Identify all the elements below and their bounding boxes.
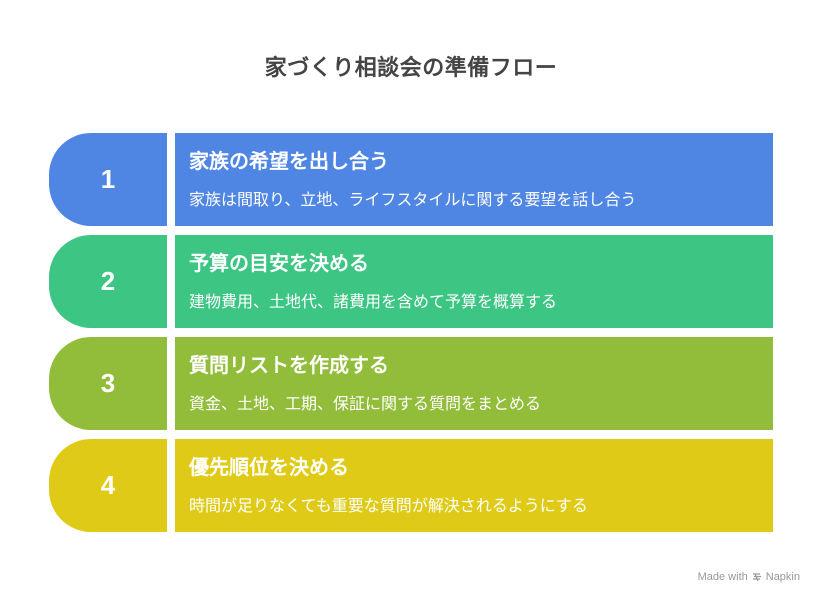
step-heading: 予算の目安を決める [189,251,369,275]
step-description: 時間が足りなくても重要な質問が解決されるようにする [189,496,588,515]
step-number-pill: 1 [49,133,167,226]
step-number-pill: 2 [49,235,167,328]
napkin-watermark: Made with Napkin [698,571,800,583]
step-row-1: 1 家族の希望を出し合う 家族は間取り、立地、ライフスタイルに関する要望を話し合… [49,133,773,226]
step-content-box: 予算の目安を決める 建物費用、土地代、諸費用を含めて予算を概算する [175,235,773,328]
step-description: 建物費用、土地代、諸費用を含めて予算を概算する [189,292,558,311]
diagram-title: 家づくり相談会の準備フロー [264,56,558,81]
step-row-3: 3 質問リストを作成する 資金、土地、工期、保証に関する質問をまとめる [49,337,773,430]
step-number-pill: 4 [49,439,167,532]
step-content-box: 優先順位を決める 時間が足りなくても重要な質問が解決されるようにする [175,439,773,532]
made-with-label: Made with [697,571,748,583]
step-description: 家族は間取り、立地、ライフスタイルに関する要望を話し合う [189,190,637,209]
step-content-box: 家族の希望を出し合う 家族は間取り、立地、ライフスタイルに関する要望を話し合う [175,133,773,226]
napkin-brand: Napkin [765,571,800,583]
step-row-4: 4 優先順位を決める 時間が足りなくても重要な質問が解決されるようにする [49,439,773,532]
step-heading: 家族の希望を出し合う [189,149,389,173]
step-content-box: 質問リストを作成する 資金、土地、工期、保証に関する質問をまとめる [175,337,773,430]
napkin-logo-icon [752,573,761,582]
step-row-2: 2 予算の目安を決める 建物費用、土地代、諸費用を含めて予算を概算する [49,235,773,328]
step-description: 資金、土地、工期、保証に関する質問をまとめる [189,394,542,413]
step-heading: 優先順位を決める [189,455,349,479]
step-number-pill: 3 [49,337,167,430]
step-heading: 質問リストを作成する [189,353,389,377]
